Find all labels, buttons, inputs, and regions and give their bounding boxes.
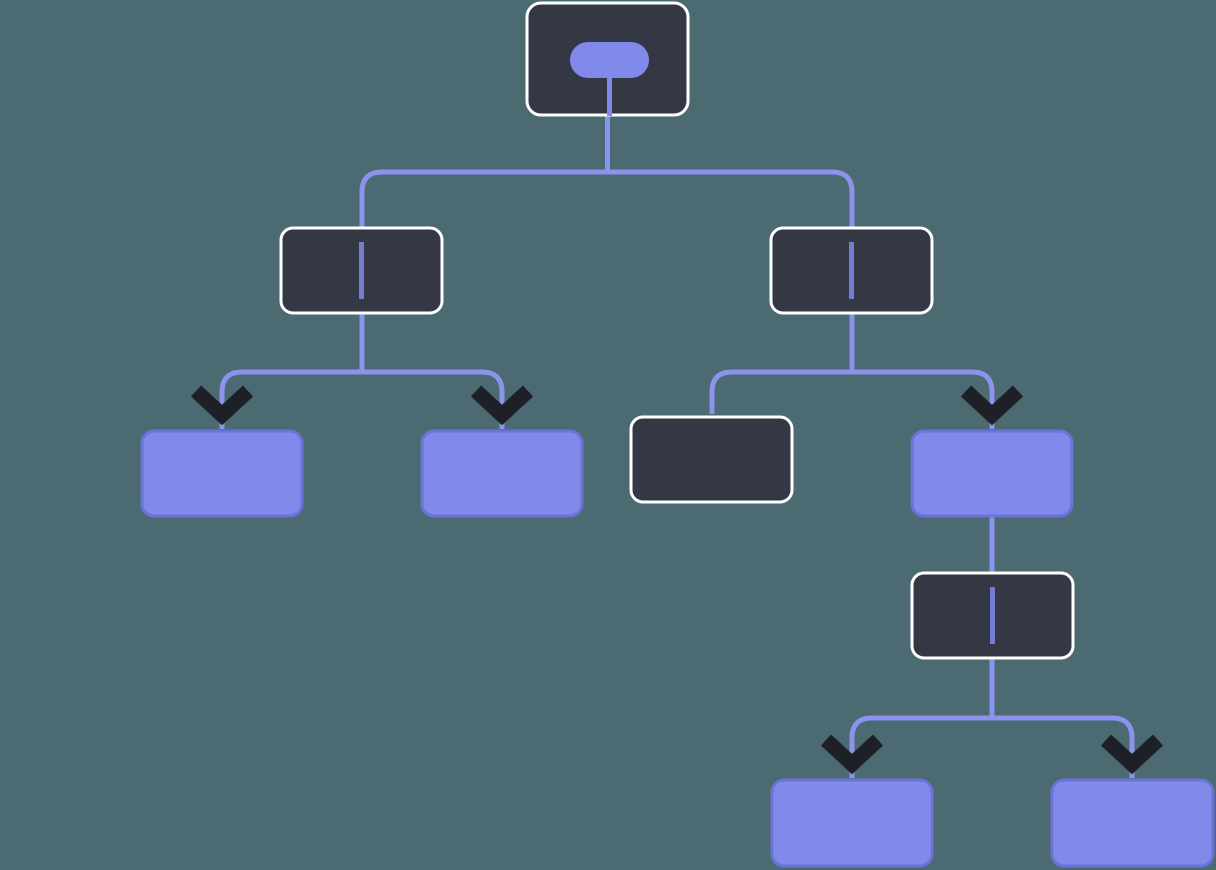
edge-sub-mid-to-leaf-5 <box>989 658 1135 778</box>
sub-mid-node[interactable] <box>910 571 1075 660</box>
edge-mid-right-to-leaf-3 <box>709 313 855 414</box>
root-node[interactable] <box>525 1 690 117</box>
pass-through-line-icon <box>849 242 854 299</box>
branch-node-surface[interactable] <box>910 429 1074 518</box>
edge-root-to-mid-left <box>359 115 610 228</box>
leaf-node-2-surface[interactable] <box>420 429 584 518</box>
leaf-node-3-surface[interactable] <box>629 415 794 504</box>
leaf-node-1[interactable] <box>140 429 304 518</box>
pass-through-line-icon <box>990 587 995 644</box>
mid-right-node[interactable] <box>769 226 934 315</box>
edge-mid-left-to-leaf-2 <box>359 313 505 429</box>
mid-left-node[interactable] <box>279 226 444 315</box>
edge-sub-mid-to-leaf-4-arrowhead-icon <box>820 734 884 775</box>
leaf-node-1-surface[interactable] <box>140 429 304 518</box>
leaf-node-2[interactable] <box>420 429 584 518</box>
pill-marker-icon <box>570 42 649 78</box>
edge-mid-left-to-leaf-1 <box>219 313 365 429</box>
leaf-node-5[interactable] <box>1050 778 1215 868</box>
branch-node[interactable] <box>910 429 1074 518</box>
edge-layer <box>219 115 1135 778</box>
leaf-node-5-surface[interactable] <box>1050 778 1215 868</box>
leaf-node-3[interactable] <box>629 415 794 504</box>
node-layer <box>140 1 1215 868</box>
edge-root-to-mid-right <box>605 115 855 228</box>
leaf-node-4[interactable] <box>770 778 934 868</box>
arrow-layer <box>190 385 1164 775</box>
edge-mid-right-to-branch-node <box>849 313 995 429</box>
pill-stem-icon <box>607 76 612 116</box>
edge-mid-left-to-leaf-2-arrowhead-icon <box>470 385 534 426</box>
leaf-node-4-surface[interactable] <box>770 778 934 868</box>
edge-sub-mid-to-leaf-4 <box>849 658 995 778</box>
edge-mid-right-to-branch-node-arrowhead-icon <box>960 385 1024 426</box>
pass-through-line-icon <box>359 242 364 299</box>
edge-sub-mid-to-leaf-5-arrowhead-icon <box>1100 734 1164 775</box>
edge-mid-left-to-leaf-1-arrowhead-icon <box>190 385 254 426</box>
